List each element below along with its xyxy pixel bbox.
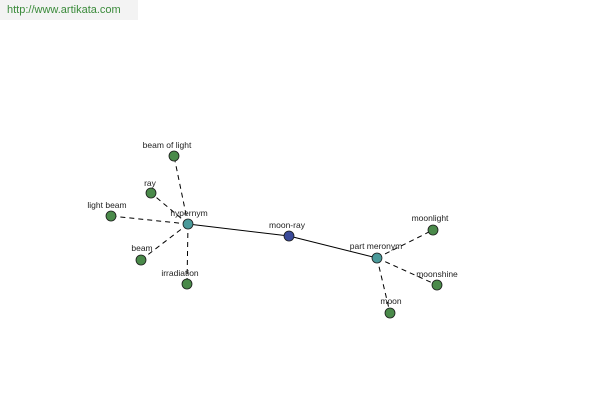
- label-center: moon-ray: [269, 220, 306, 230]
- node-leaf-beam-of-light[interactable]: [168, 150, 180, 162]
- label-leaf-moonlight: moonlight: [412, 213, 449, 223]
- node-leaf-beam[interactable]: [135, 254, 147, 266]
- label-leaf-beam: beam: [131, 243, 152, 253]
- edge-hypernym-irradiation: [186, 223, 189, 285]
- node-leaf-light-beam[interactable]: [105, 210, 117, 222]
- node-hub-hypernym[interactable]: [182, 218, 194, 230]
- edge-hypernym-center: [187, 223, 290, 237]
- label-hub-hypernym: hypernym: [170, 208, 207, 218]
- url-bar: http://www.artikata.com: [0, 0, 138, 20]
- edge-hypernym-beam-of-light: [173, 155, 189, 225]
- label-leaf-ray: ray: [144, 178, 157, 188]
- edge-hypernym-light-beam: [110, 215, 189, 225]
- label-leaf-beam-of-light: beam of light: [143, 140, 192, 150]
- edge-part-meronym-moon: [376, 257, 391, 314]
- label-leaf-moonshine: moonshine: [416, 269, 458, 279]
- node-center[interactable]: [283, 230, 295, 242]
- label-leaf-irradiation: irradiation: [161, 268, 199, 278]
- node-hub-part-meronym[interactable]: [371, 252, 383, 264]
- edge-part-meronym-moonlight: [376, 229, 434, 259]
- edge-hypernym-beam: [140, 223, 189, 261]
- edge-center-part-meronym: [288, 235, 378, 259]
- node-leaf-moonlight[interactable]: [427, 224, 439, 236]
- label-leaf-moon: moon: [380, 296, 402, 306]
- edge-part-meronym-moonshine: [376, 257, 438, 286]
- node-leaf-moonshine[interactable]: [431, 279, 443, 291]
- site-url-link[interactable]: http://www.artikata.com: [7, 4, 121, 16]
- node-leaf-moon[interactable]: [384, 307, 396, 319]
- label-hub-part-meronym: part meronym: [350, 241, 402, 251]
- node-leaf-irradiation[interactable]: [181, 278, 193, 290]
- node-leaf-ray[interactable]: [145, 187, 157, 199]
- edge-hypernym-ray: [150, 192, 189, 225]
- label-leaf-light-beam: light beam: [87, 200, 126, 210]
